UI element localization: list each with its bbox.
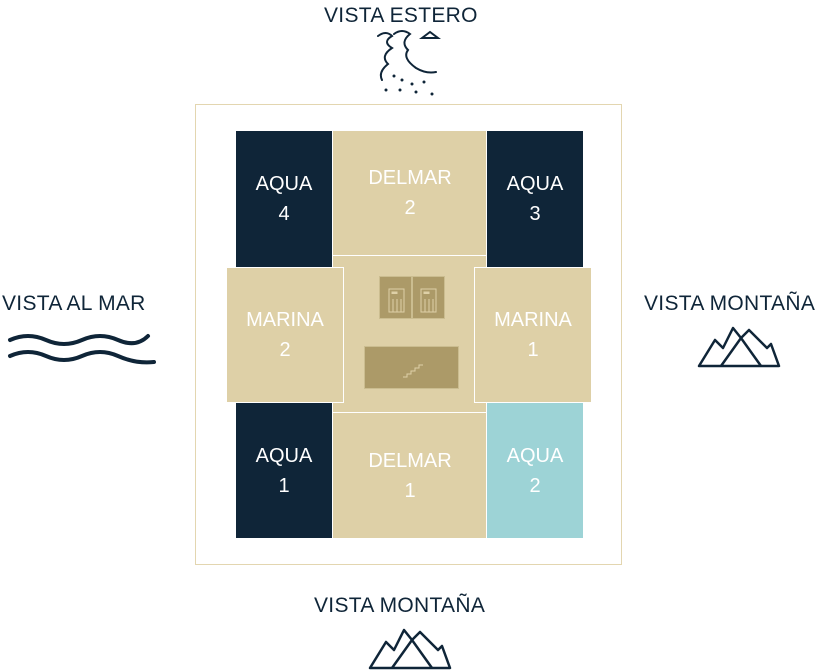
- mountains-icon: [697, 326, 781, 368]
- unit-number: 3: [529, 203, 541, 225]
- unit-marina-2[interactable]: MARINA 2: [226, 267, 344, 403]
- elevator-icon: [379, 276, 412, 319]
- unit-number: 4: [278, 203, 290, 225]
- unit-number: 1: [527, 339, 539, 361]
- unit-name: AQUA: [255, 173, 313, 195]
- unit-number: 2: [279, 339, 291, 361]
- unit-name: AQUA: [506, 173, 564, 195]
- unit-aqua-3[interactable]: AQUA 3: [486, 130, 584, 268]
- unit-delmar-1[interactable]: DELMAR 1: [332, 412, 488, 539]
- unit-name: MARINA: [246, 309, 324, 331]
- unit-number: 1: [278, 474, 290, 497]
- stairs-icon: [364, 346, 459, 389]
- view-label-right: VISTA MONTAÑA: [644, 292, 816, 315]
- view-label-bottom: VISTA MONTAÑA: [314, 594, 486, 617]
- unit-aqua-1[interactable]: AQUA 1: [235, 402, 333, 539]
- view-label-top: VISTA ESTERO: [324, 4, 478, 27]
- unit-marina-1[interactable]: MARINA 1: [474, 267, 592, 403]
- unit-delmar-2[interactable]: DELMAR 2: [332, 130, 488, 256]
- unit-name: DELMAR: [368, 449, 452, 472]
- unit-name: DELMAR: [368, 167, 452, 189]
- elevator-icon: [412, 276, 445, 319]
- unit-aqua-2[interactable]: AQUA 2: [486, 402, 584, 539]
- unit-aqua-4[interactable]: AQUA 4: [235, 130, 333, 268]
- unit-name: AQUA: [255, 444, 313, 467]
- building-outline: [195, 104, 622, 565]
- waves-icon: [8, 334, 156, 365]
- estuary-icon: [377, 30, 441, 96]
- unit-name: AQUA: [506, 444, 564, 467]
- mountains-icon: [368, 628, 452, 670]
- unit-number: 2: [529, 474, 541, 497]
- unit-number: 2: [404, 197, 416, 219]
- unit-name: MARINA: [494, 309, 572, 331]
- unit-number: 1: [404, 479, 416, 502]
- view-label-left: VISTA AL MAR: [2, 292, 146, 315]
